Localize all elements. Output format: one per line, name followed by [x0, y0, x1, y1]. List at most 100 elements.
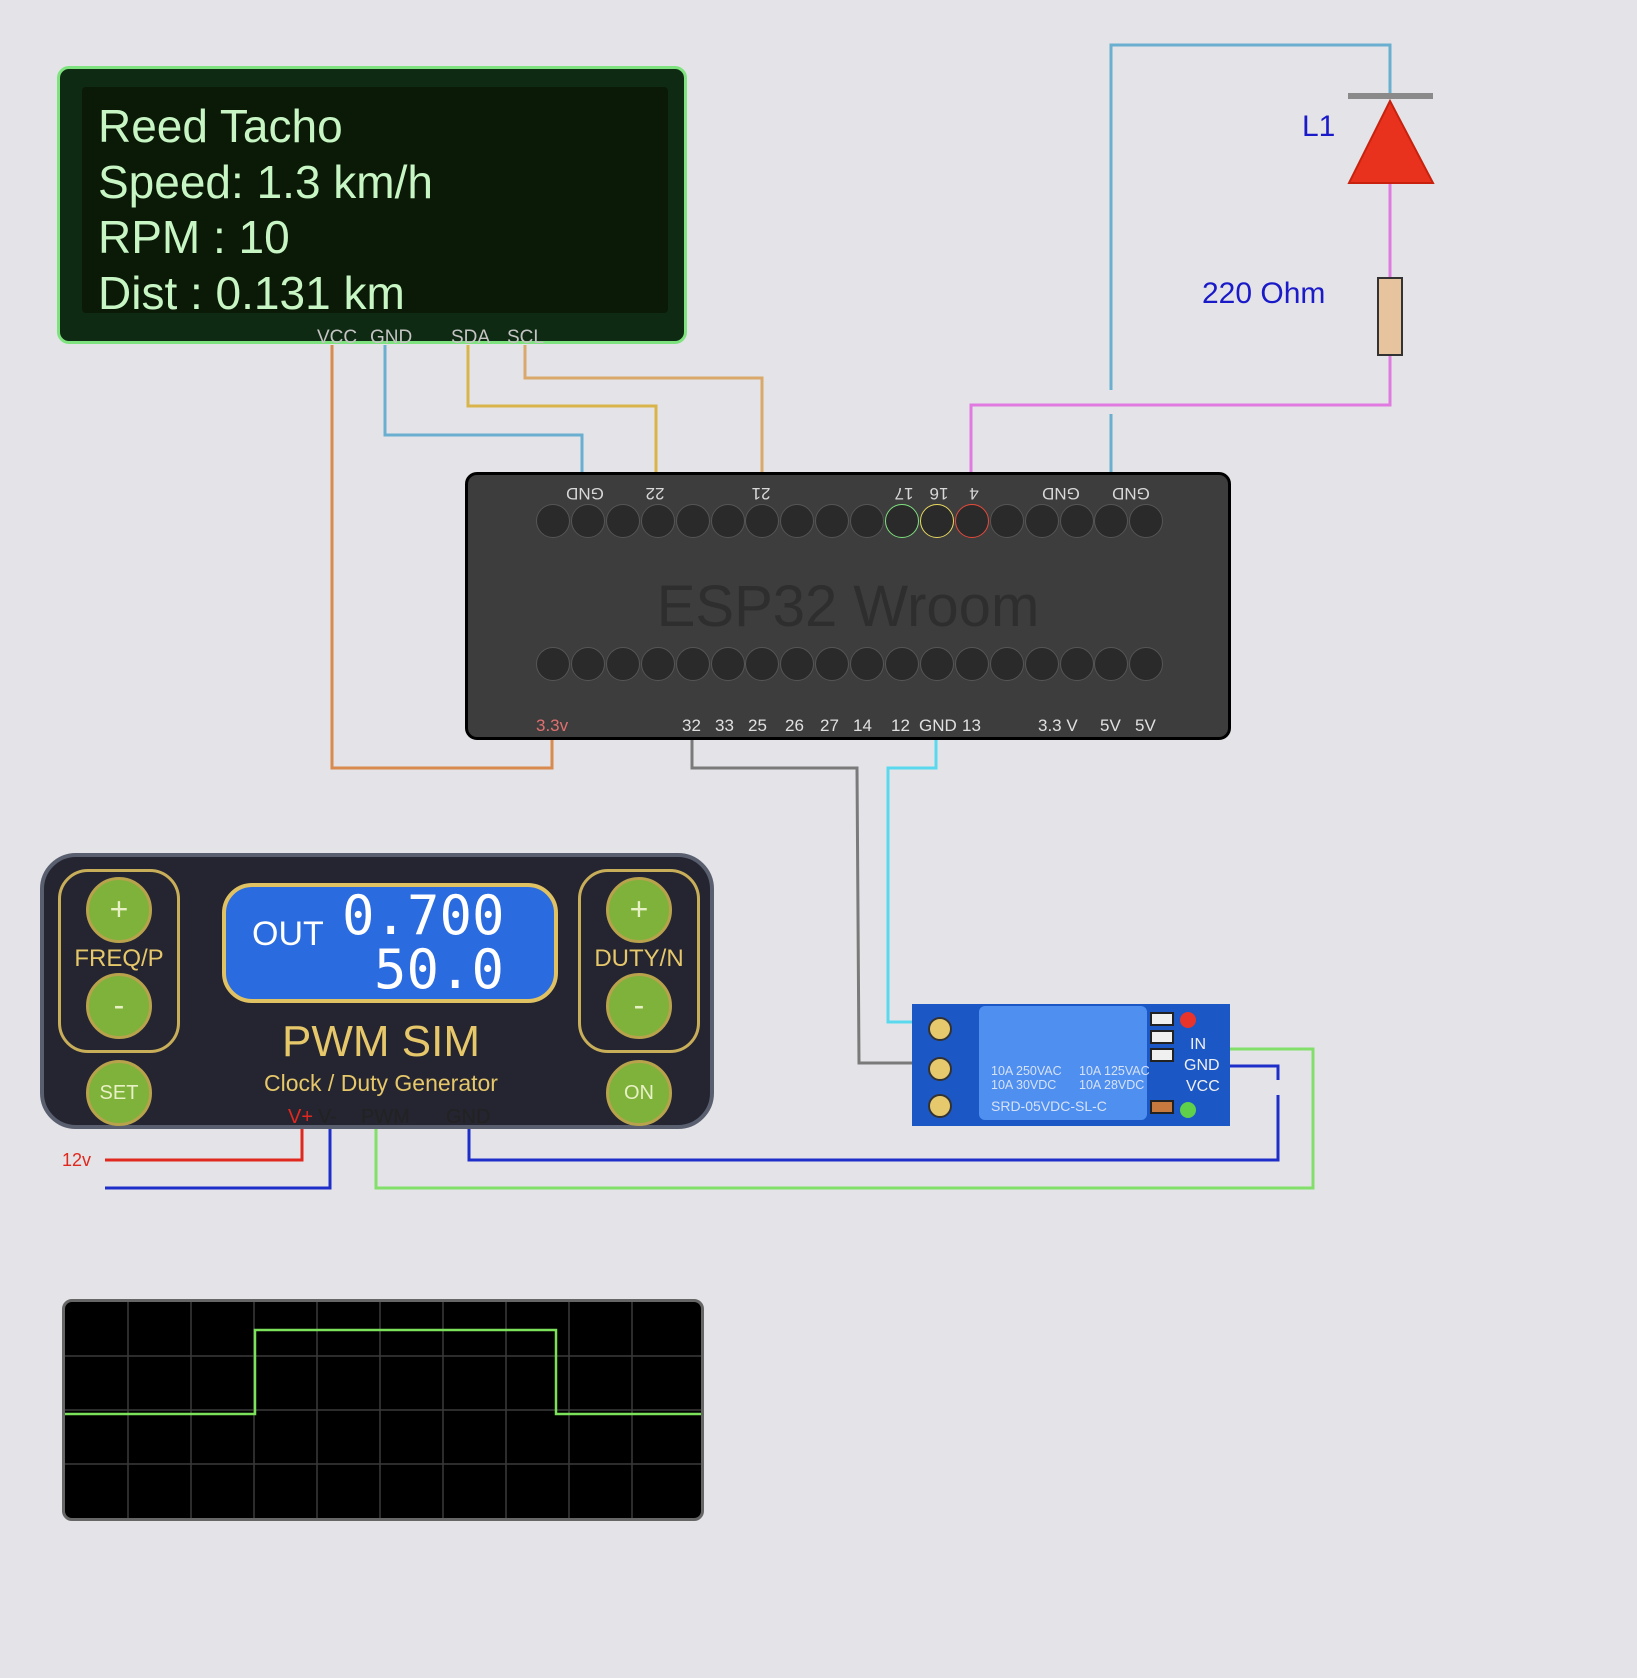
lcd-line-speed: Speed: 1.3 km/h [98, 156, 433, 208]
relay-pin-in: IN [1190, 1036, 1206, 1053]
esp32-top-pin-17 [1094, 504, 1129, 538]
relay-coil-block: 10A 250VAC 10A 125VAC 10A 30VDC 10A 28VD… [979, 1006, 1150, 1120]
esp32-top-pin-5 [675, 504, 710, 538]
esp32-bottom-label-25: 25 [748, 716, 767, 735]
esp32-top-pin-13 [954, 504, 989, 538]
relay-jumper-2 [1150, 1030, 1174, 1044]
resistor-label: 220 Ohm [1202, 277, 1326, 310]
esp32-bottom-pin-12 [919, 647, 954, 681]
led-label: L1 [1302, 110, 1336, 143]
relay-jumper-1 [1150, 1012, 1174, 1026]
esp32-bottom-label-gnd: GND [919, 716, 957, 735]
pwm-sim-module: + FREQ/P - SET + DUTY/N - ON OUT 0.700 5… [40, 853, 714, 1129]
esp32-bottom-pin-4 [640, 647, 675, 681]
esp32-bottom-pin-14 [989, 647, 1024, 681]
relay-pin-vcc: VCC [1186, 1078, 1220, 1095]
relay-rating-2: 10A 30VDC [991, 1078, 1057, 1092]
esp32-bottom-label-3v3-2: 3.3 V [1038, 716, 1078, 735]
wire-led-gnd [1109, 43, 1392, 390]
set-button[interactable]: SET [86, 1060, 152, 1126]
esp32-bottom-pin-11 [885, 647, 919, 681]
duty-plus-button[interactable]: + [606, 877, 672, 943]
lcd-pin-sda: SDA [451, 327, 491, 348]
lcd-screen [82, 87, 668, 313]
resistor-body [1377, 277, 1403, 356]
esp32-bottom-label-3v3: 3.3v [536, 716, 569, 735]
esp32-board: ESP32 Wroom GND 22 21 17 16 4 GND GND 3.… [465, 472, 1231, 740]
esp32-top-label-16: 16 [929, 484, 949, 503]
esp32-top-pin-1 [536, 504, 570, 538]
esp32-bottom-label-26: 26 [785, 716, 804, 735]
lcd-pin-vcc: VCC [317, 327, 358, 348]
esp32-top-pin-14 [989, 504, 1024, 538]
relay-led-red-icon [1180, 1012, 1196, 1028]
oscilloscope-screen [65, 1302, 701, 1518]
freq-plus-button[interactable]: + [86, 877, 152, 943]
esp32-top-pin-15 [1024, 504, 1059, 538]
pwm-subtitle: Clock / Duty Generator [264, 1070, 498, 1096]
pwm-frequency-value: 0.700 [342, 884, 505, 947]
esp32-bottom-label-14: 14 [853, 716, 872, 735]
esp32-top-pin-18 [1129, 504, 1164, 538]
esp32-top-label-gnd: GND [566, 484, 604, 503]
esp32-top-pin-10 [850, 504, 885, 538]
esp32-top-label-gnd-3: GND [1112, 484, 1150, 503]
relay-model: SRD-05VDC-SL-C [991, 1098, 1107, 1114]
wire-relay-gnd [1226, 1064, 1280, 1080]
esp32-top-pin-8 [780, 504, 815, 538]
esp32-top-pin-12 [919, 504, 954, 538]
duty-minus-button[interactable]: - [606, 973, 672, 1039]
freq-minus-button[interactable]: - [86, 973, 152, 1039]
esp32-top-pin-11 [885, 504, 919, 538]
esp32-top-pin-4 [640, 504, 675, 538]
esp32-bottom-pin-3 [605, 647, 640, 681]
esp32-top-pin-3 [605, 504, 640, 538]
lcd-line-title: Reed Tacho [98, 100, 343, 152]
wire-lcd-sda [466, 345, 658, 472]
esp32-bottom-pin-13 [954, 647, 989, 681]
freq-control-pod [58, 869, 180, 1053]
esp32-top-label-17: 17 [894, 484, 914, 503]
wire-supply-negative [105, 1128, 332, 1190]
on-button[interactable]: ON [606, 1060, 672, 1126]
pwm-title: PWM SIM [282, 1017, 480, 1066]
esp32-bottom-pin-5 [675, 647, 710, 681]
wire-relay-in [374, 1047, 1315, 1190]
lcd-line-dist: Dist : 0.131 km [98, 267, 405, 319]
esp32-top-label-21: 21 [751, 484, 771, 503]
esp32-bottom-pin-1 [536, 647, 570, 681]
esp32-bottom-label-27: 27 [820, 716, 839, 735]
wire-supply-positive [105, 1128, 304, 1162]
esp32-bottom-pin-17 [1094, 647, 1129, 681]
esp32-bottom-pin-7 [745, 647, 780, 681]
pwm-out-label: OUT [252, 915, 324, 953]
esp32-bottom-pin-18 [1129, 647, 1164, 681]
esp32-bottom-pin-8 [780, 647, 815, 681]
duty-label: DUTY/N [594, 945, 684, 972]
esp32-top-pin-7 [745, 504, 780, 538]
esp32-top-pin-9 [815, 504, 850, 538]
lcd-pin-scl: SCL [507, 327, 544, 348]
esp32-bottom-pin-9 [815, 647, 850, 681]
esp32-bottom-label-5v-2: 5V [1135, 716, 1156, 735]
relay-module: 10A 250VAC 10A 125VAC 10A 30VDC 10A 28VD… [912, 1004, 1230, 1126]
esp32-top-pin-16 [1059, 504, 1094, 538]
relay-pin-gnd: GND [1184, 1057, 1220, 1074]
wire-lcd-scl [523, 345, 764, 472]
relay-rating-1b: 10A 125VAC [1079, 1064, 1150, 1078]
esp32-top-pin-6 [710, 504, 745, 538]
relay-screw-terminal-3 [928, 1094, 952, 1118]
relay-rating-1: 10A 250VAC [991, 1064, 1062, 1078]
esp32-bottom-label-5v: 5V [1100, 716, 1121, 735]
oscilloscope [62, 1299, 704, 1521]
supply-label: 12v [62, 1150, 92, 1170]
wire-resistor-gpio4 [969, 354, 1392, 472]
esp32-bottom-pin-6 [710, 647, 745, 681]
pwm-pin-pwm: PWM [361, 1106, 410, 1128]
pwm-pin-gnd: GND [446, 1106, 491, 1128]
esp32-bottom-pin-10 [850, 647, 885, 681]
relay-rating-2b: 10A 28VDC [1079, 1078, 1145, 1092]
esp32-top-label-gnd-2: GND [1042, 484, 1080, 503]
lcd-line-rpm: RPM : 10 [98, 211, 290, 263]
